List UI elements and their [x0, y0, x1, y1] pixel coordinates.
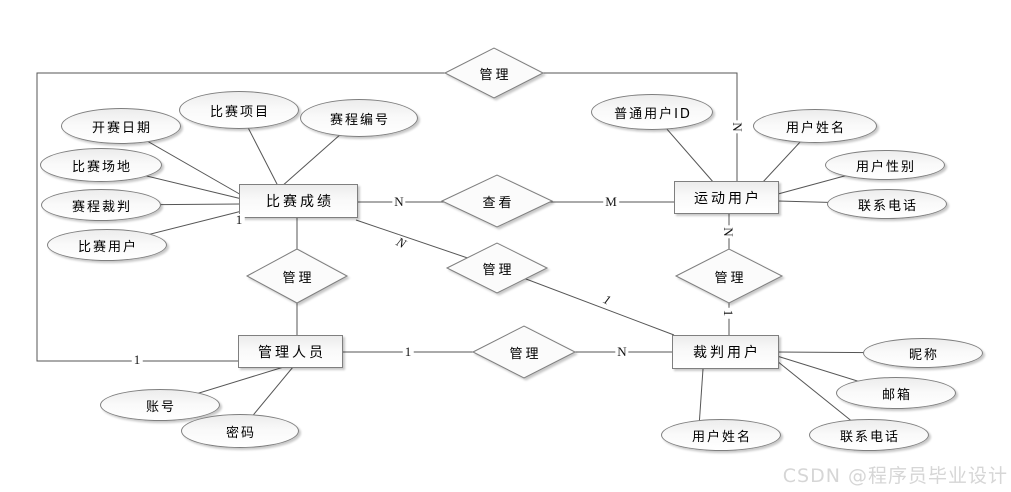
relationship-manage-athlete-referee: 管理: [674, 248, 784, 304]
attribute-password: 密码: [181, 414, 299, 448]
attribute-schedule-referee: 赛程裁判: [41, 189, 161, 221]
attribute-match-event: 比赛项目: [179, 91, 299, 129]
connector-manage-top-to-athlete: [543, 72, 738, 181]
connector-attr-yonghuxingming-referee: [698, 368, 704, 428]
attribute-label: 赛程裁判: [71, 199, 132, 215]
attribute-label: 联系电话: [857, 198, 918, 214]
relationship-label: 管理: [479, 67, 512, 83]
attribute-start-date: 开赛日期: [61, 108, 181, 144]
relationship-manage-score-admin: 管理: [245, 248, 349, 304]
diamond-shape: [440, 174, 554, 228]
diamond-shape: [443, 47, 545, 99]
attribute-label: 昵称: [908, 347, 939, 363]
entity-athlete: 运动用户: [674, 181, 779, 214]
attribute-label: 开赛日期: [91, 120, 152, 136]
diamond-shape: [674, 248, 784, 304]
attribute-label: 邮箱: [881, 387, 912, 403]
cardinality-label: 1: [233, 212, 245, 227]
attribute-label: 用户姓名: [691, 429, 752, 445]
attribute-match-venue: 比赛场地: [40, 148, 162, 182]
attribute-contact-phone-referee: 联系电话: [809, 419, 929, 451]
relationship-label: 查看: [482, 195, 515, 211]
diamond-shape: [245, 248, 349, 304]
attribute-label: 用户姓名: [785, 120, 846, 136]
cardinality-label: N: [392, 194, 406, 209]
attribute-label: 比赛场地: [71, 159, 132, 175]
diamond-shape: [445, 242, 549, 294]
attribute-label: 普通用户ID: [614, 106, 692, 122]
entity-admin-label: 管理人员: [258, 344, 326, 361]
relationship-label: 管理: [282, 270, 315, 286]
entity-score: 比赛成绩: [239, 184, 358, 218]
relationship-view: 查看: [440, 174, 554, 228]
attribute-label: 比赛用户: [77, 239, 138, 255]
attribute-label: 密码: [225, 425, 256, 441]
attribute-label: 比赛项目: [209, 104, 270, 120]
entity-referee-label: 裁判用户: [693, 345, 761, 361]
attribute-match-user: 比赛用户: [47, 229, 167, 261]
entity-score-label: 比赛成绩: [266, 194, 334, 210]
attribute-schedule-no: 赛程编号: [300, 99, 418, 137]
cardinality-label: N: [615, 344, 629, 359]
attribute-common-user-id: 普通用户ID: [591, 94, 713, 130]
attribute-account: 账号: [100, 389, 220, 421]
entity-referee: 裁判用户: [672, 335, 779, 369]
csdn-watermark: CSDN @程序员毕业设计: [782, 465, 1008, 487]
attribute-user-gender: 用户性别: [825, 150, 945, 180]
attribute-email: 邮箱: [836, 377, 956, 409]
attribute-label: 用户性别: [855, 159, 916, 175]
relationship-manage-top: 管理: [443, 47, 545, 99]
cardinality-label: 1: [402, 344, 414, 359]
attribute-label: 账号: [145, 399, 176, 415]
cardinality-label: 1: [131, 352, 143, 367]
relationship-manage-diag: 管理: [445, 242, 549, 294]
cardinality-label: N: [730, 120, 745, 134]
attribute-contact-phone-athlete: 联系电话: [827, 189, 947, 219]
attribute-nickname: 昵称: [863, 338, 983, 368]
attribute-user-name-referee: 用户姓名: [661, 419, 781, 451]
relationship-manage-admin-referee: 管理: [471, 325, 577, 379]
relationship-label: 管理: [714, 270, 747, 286]
cardinality-label: M: [603, 194, 619, 209]
cardinality-label: 1: [721, 307, 736, 319]
entity-admin: 管理人员: [238, 335, 343, 368]
entity-athlete-label: 运动用户: [694, 190, 762, 207]
relationship-label: 管理: [509, 346, 542, 362]
diamond-shape: [471, 325, 577, 379]
attribute-user-name-athlete: 用户姓名: [753, 109, 877, 143]
relationship-label: 管理: [482, 262, 515, 278]
attribute-label: 赛程编号: [329, 112, 390, 128]
attribute-label: 联系电话: [839, 429, 900, 445]
cardinality-label: N: [721, 225, 736, 239]
